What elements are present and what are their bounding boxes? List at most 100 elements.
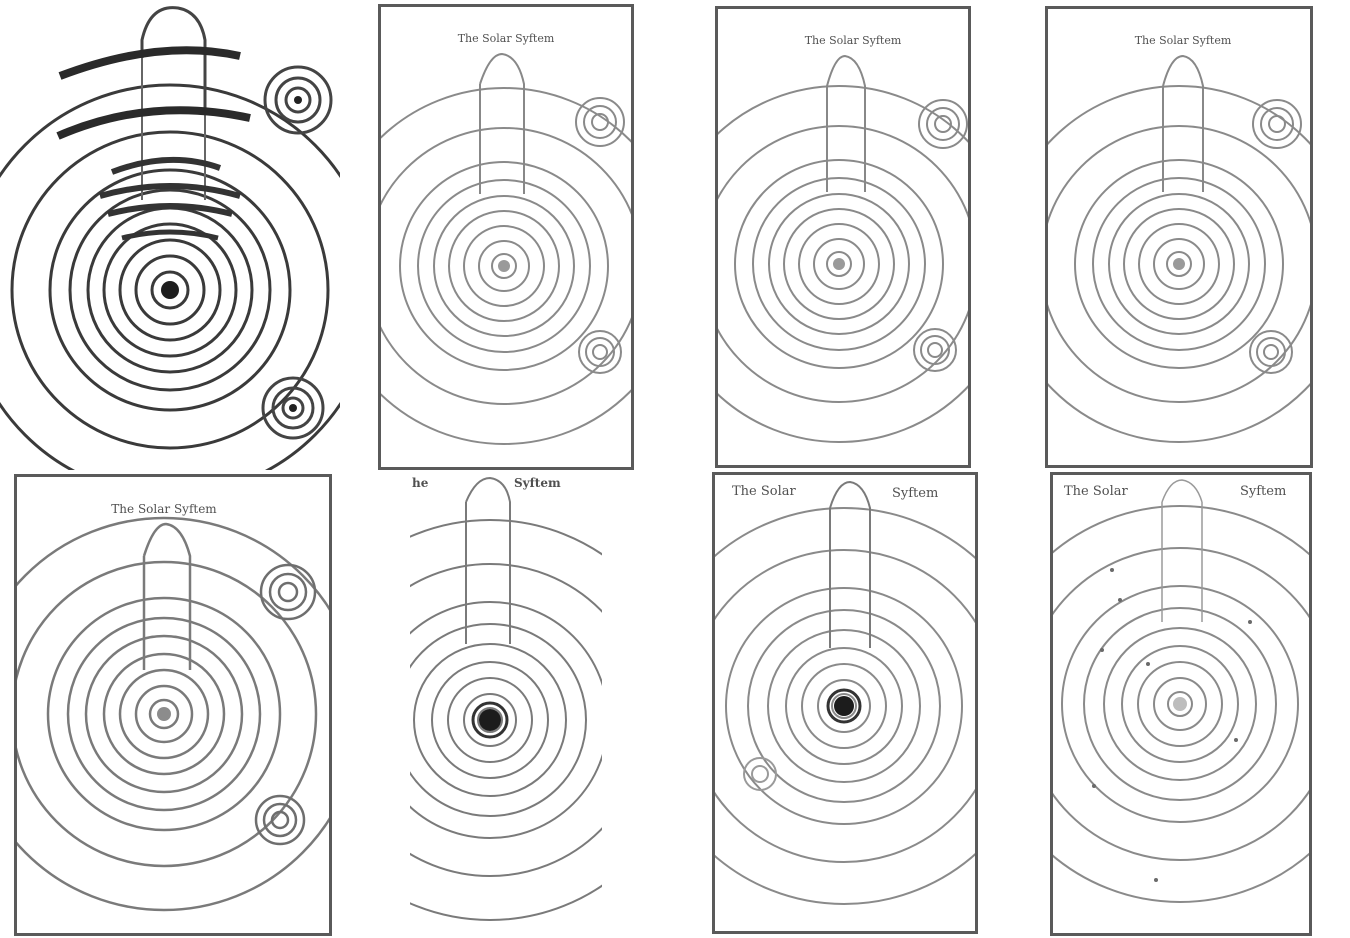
sun — [1173, 697, 1187, 711]
orbit-ring — [1138, 223, 1220, 305]
orbit-ring — [1103, 627, 1257, 781]
orbit-ring — [118, 668, 210, 760]
orbit-ring — [84, 634, 244, 794]
orbit-ring — [463, 225, 545, 307]
orbit-ring — [1045, 125, 1313, 403]
orbit-ring — [734, 159, 944, 369]
orbit-ring — [1045, 85, 1313, 443]
orbit-ring — [813, 238, 865, 290]
panel-title-right: Syftem — [514, 476, 561, 490]
orbit-ring — [1121, 645, 1239, 763]
diagram-panel-4: The Solar Syftem — [1045, 6, 1313, 468]
orbit-ring — [410, 519, 602, 921]
orbit-ring — [712, 549, 978, 863]
orbit-ring — [785, 647, 903, 765]
diagram-panel-3: The Solar Syftem — [715, 6, 971, 468]
comet-and-moons — [465, 476, 511, 739]
orbit-ring — [14, 516, 332, 912]
orbit-ring — [46, 596, 282, 832]
orbit-ring — [102, 222, 238, 358]
panel-title-right: Syftem — [892, 486, 939, 501]
orbit-ring — [491, 253, 517, 279]
comet-and-moons — [1092, 479, 1252, 882]
orbit-ring — [1061, 585, 1299, 823]
orbit-ring — [1050, 505, 1312, 903]
orbit-ring — [413, 643, 567, 797]
sun — [1173, 258, 1185, 270]
orbit-ring — [447, 677, 533, 763]
orbit-ring — [1123, 208, 1235, 320]
diagram-panel-7: The Solar Syftem — [712, 472, 978, 934]
orbit-diagram — [410, 519, 602, 921]
orbit-ring — [102, 652, 226, 776]
diagram-panel-1 — [0, 0, 340, 470]
comet-and-moons — [743, 480, 871, 791]
panel-title: The Solar Syftem — [804, 34, 902, 47]
orbit-ring — [410, 601, 602, 839]
comet-and-moons — [479, 52, 625, 374]
orbit-ring — [0, 83, 340, 470]
orbit-diagram — [715, 85, 971, 443]
panel-frame — [712, 472, 978, 934]
orbit-ring — [150, 270, 190, 310]
diagram-panel-5: The Solar Syftem — [14, 474, 332, 936]
orbit-ring — [148, 698, 180, 730]
orbit-ring — [448, 210, 560, 322]
panel-title: The Solar Syftem — [457, 32, 555, 45]
orbit-ring — [417, 179, 591, 353]
sun — [498, 260, 510, 272]
orbit-ring — [712, 507, 978, 905]
orbit-ring — [1153, 238, 1205, 290]
panel-title-left: The Solar — [732, 484, 796, 499]
orbit-ring — [134, 254, 206, 326]
comet-and-moons — [1162, 54, 1302, 374]
panel-frame — [1050, 472, 1312, 936]
orbit-ring — [768, 193, 910, 335]
orbit-ring — [783, 208, 895, 320]
orbit-ring — [1167, 691, 1193, 717]
orbit-ring — [10, 130, 330, 450]
orbit-ring — [1108, 193, 1250, 335]
orbit-ring — [1050, 547, 1312, 861]
orbit-ring — [798, 223, 880, 305]
orbit-ring — [118, 238, 222, 342]
orbit-ring — [767, 629, 921, 783]
panel-title: The Solar Syftem — [111, 502, 217, 516]
diagram-panel-8: The Solar Syftem — [1050, 472, 1312, 936]
panel-frame — [14, 474, 332, 936]
diagram-panel-2: The Solar Syftem — [378, 4, 634, 470]
orbit-ring — [378, 87, 634, 445]
panel-title: The Solar Syftem — [1134, 34, 1232, 47]
orbit-ring — [826, 251, 852, 277]
orbit-diagram — [14, 516, 332, 912]
sun — [157, 707, 171, 721]
orbit-ring — [752, 177, 926, 351]
orbit-ring — [477, 707, 503, 733]
panel-title-left: he — [412, 476, 429, 490]
orbit-ring — [747, 609, 941, 803]
orbit-ring — [831, 693, 857, 719]
panel-frame — [1045, 6, 1313, 468]
comet-and-moons — [142, 522, 317, 846]
comet-and-moons — [56, 6, 333, 440]
orbit-diagram — [378, 87, 634, 445]
orbit-diagram — [1050, 505, 1312, 903]
diagram-panel-6: he Syftem — [410, 474, 602, 934]
orbit-ring — [1137, 661, 1223, 747]
sun — [833, 258, 845, 270]
orbit-diagram — [1045, 85, 1313, 443]
orbit-ring — [431, 661, 549, 779]
sun — [161, 281, 179, 299]
orbit-ring — [1092, 177, 1266, 351]
orbit-ring — [817, 679, 871, 733]
orbit-ring — [801, 663, 887, 749]
panel-frame — [715, 6, 971, 468]
orbit-ring — [463, 693, 517, 747]
orbit-ring — [478, 240, 530, 292]
orbit-ring — [378, 127, 634, 405]
orbit-ring — [1153, 677, 1207, 731]
orbit-ring — [1074, 159, 1284, 369]
orbit-ring — [715, 125, 971, 403]
orbit-ring — [134, 684, 194, 744]
orbit-ring — [725, 587, 963, 825]
